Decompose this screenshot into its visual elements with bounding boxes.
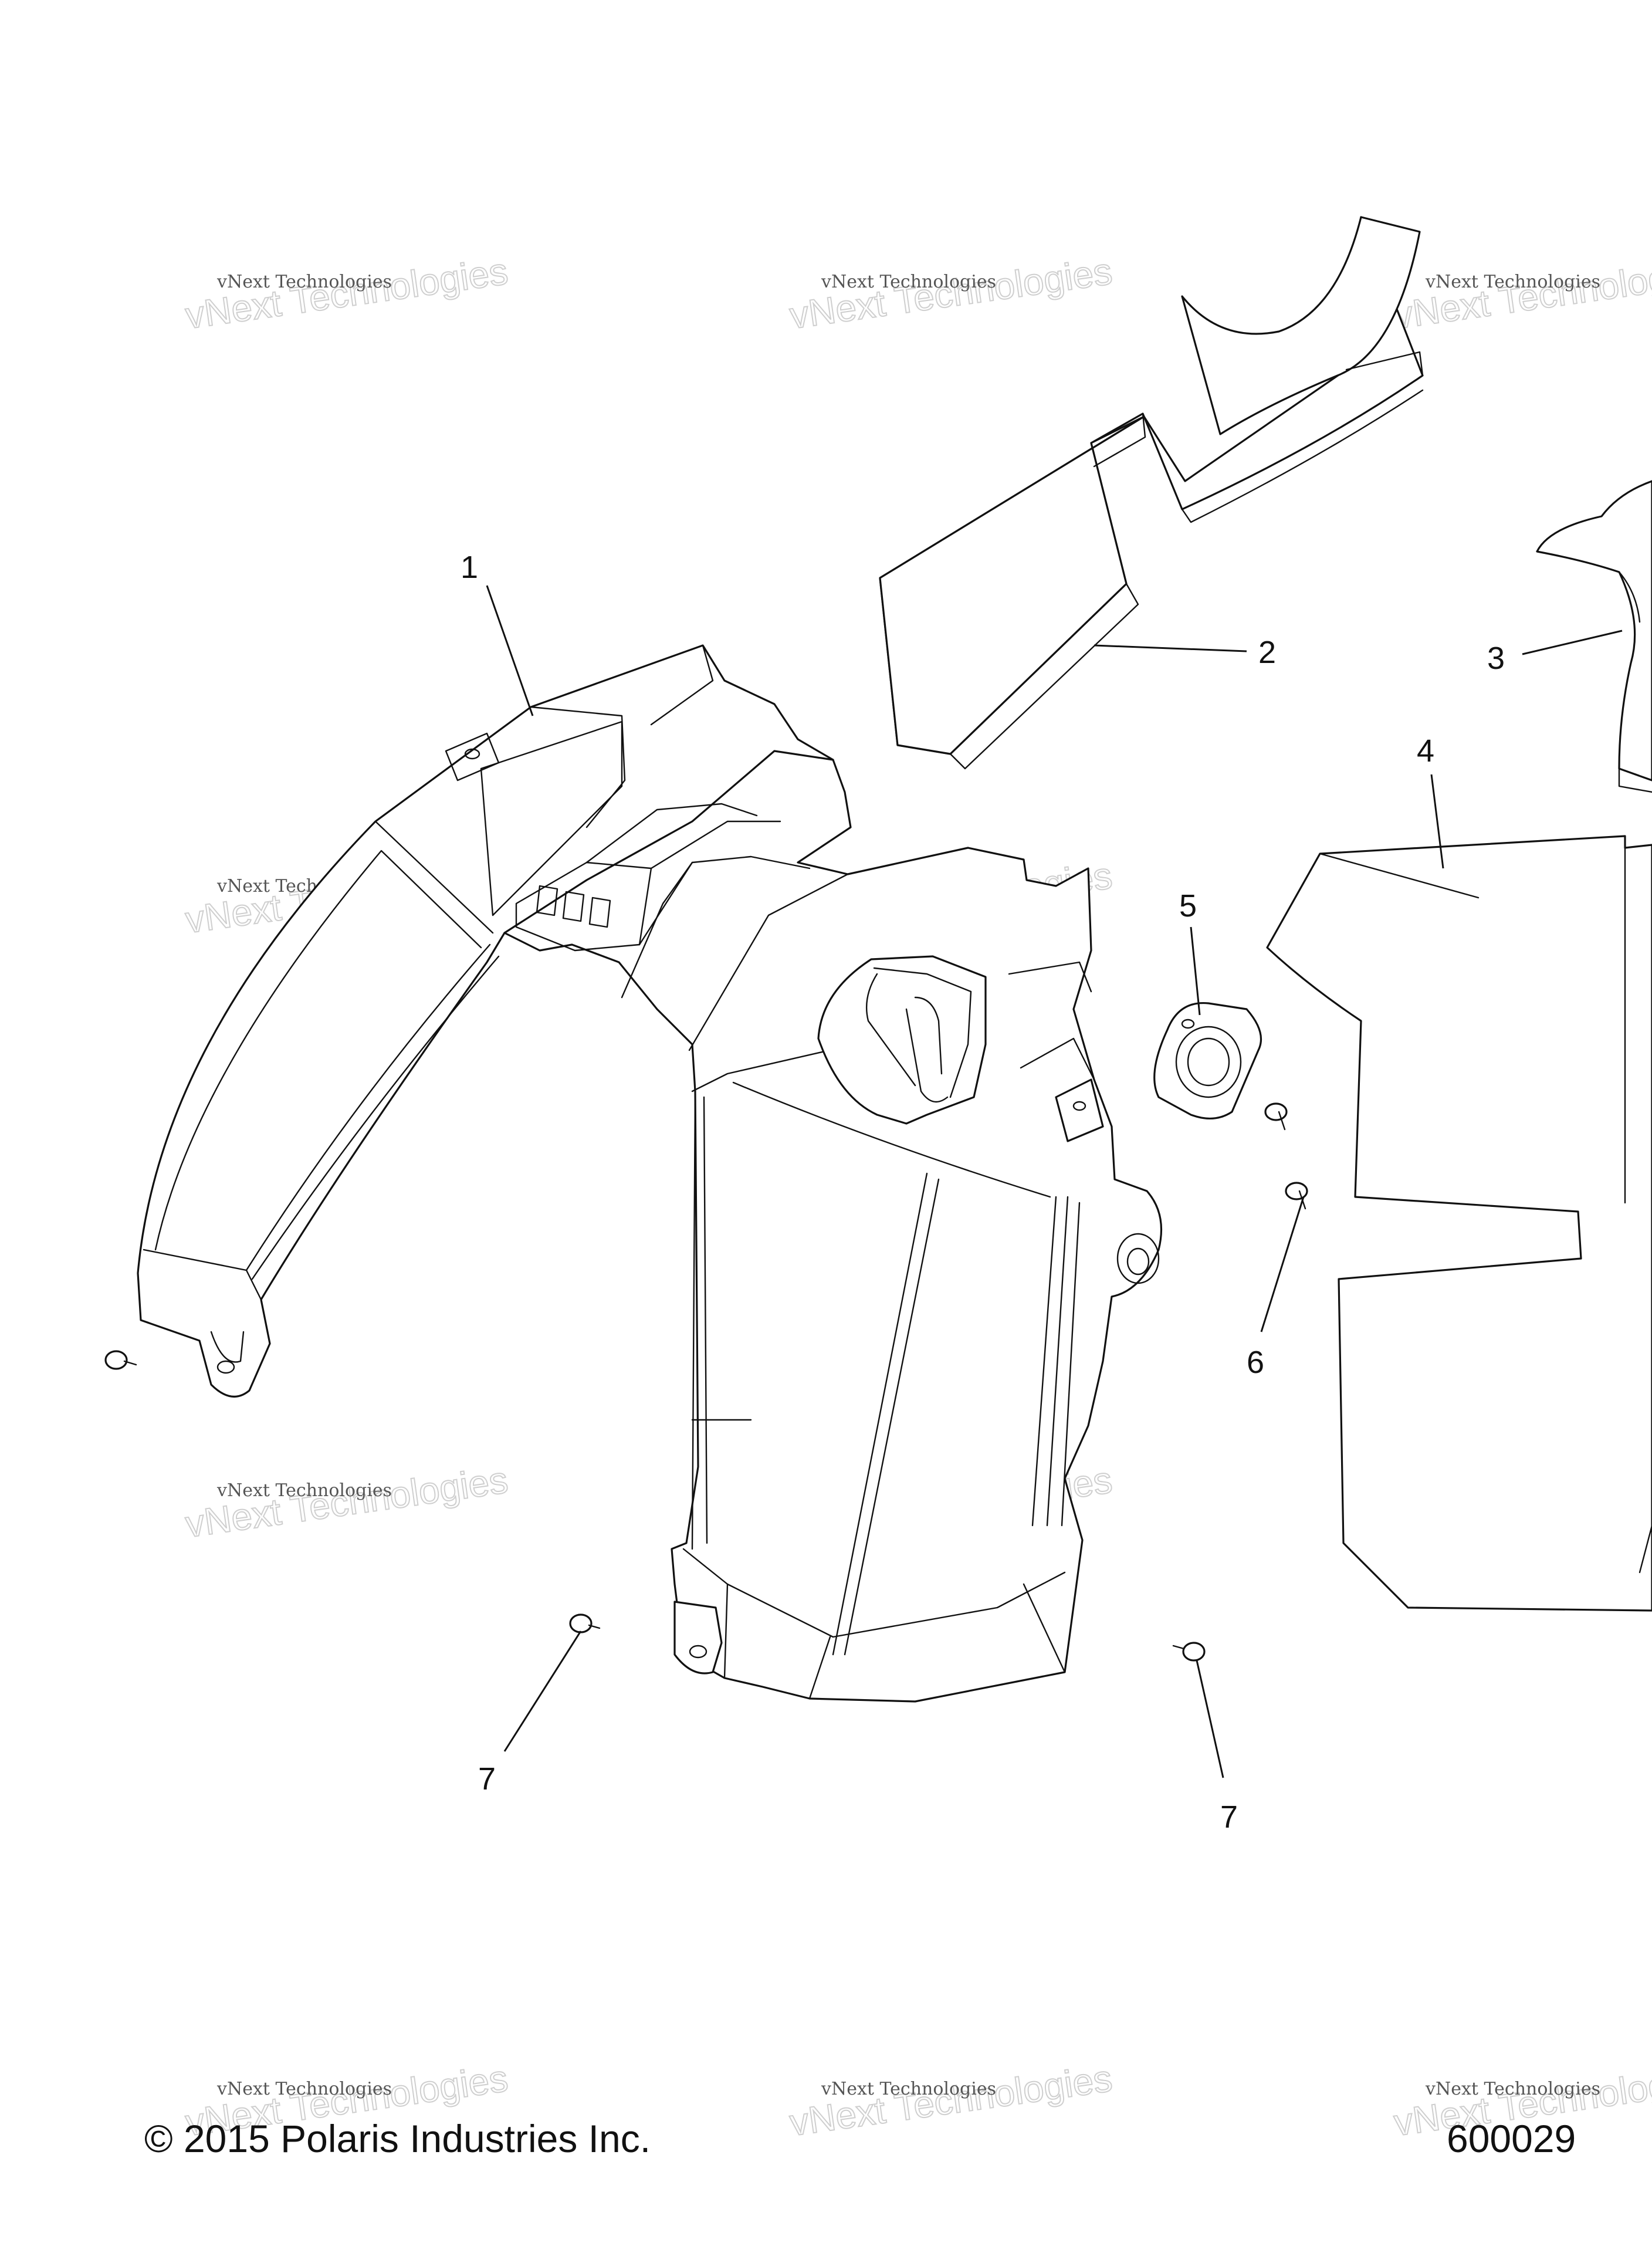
svg-text:vNext Technologies: vNext Technologies [1425,2079,1600,2099]
callout-7a: 7 [478,1761,496,1797]
callout-5: 5 [1179,888,1197,923]
part-4-panel [1266,835,1652,1612]
svg-text:vNext Technologies: vNext Technologies [787,250,1115,337]
watermark: vNext Technologies vNext Technologies [1391,249,1652,337]
copyright-text: © 2015 Polaris Industries Inc. [144,2117,651,2160]
part-6-screws [1264,1102,1308,1210]
callout-3: 3 [1487,641,1505,676]
watermark: vNext Technologies vNext Technologies [182,249,511,337]
svg-text:vNext Technologies: vNext Technologies [216,1480,392,1501]
part-5-grommet [1153,1002,1262,1120]
svg-text:vNext Technologies: vNext Technologies [821,272,996,292]
svg-text:vNext Technologies: vNext Technologies [1425,272,1600,292]
svg-text:vNext Technologies: vNext Technologies [183,250,510,337]
main-side-panel [503,750,1163,1703]
watermark: vNext Technologies vNext Technologies [787,249,1115,337]
callout-7b: 7 [1220,1799,1238,1835]
svg-text:vNext Technologies: vNext Technologies [216,2079,392,2099]
svg-text:vNext Technologies: vNext Technologies [183,1459,510,1545]
svg-text:vNext Technologies: vNext Technologies [216,272,392,292]
svg-text:vNext Technologies: vNext Technologies [787,2057,1115,2144]
callout-1: 1 [461,550,478,585]
leader-lines [486,585,1623,1778]
watermark: vNext Technologies vNext Technologies [787,2056,1115,2144]
callout-2: 2 [1258,635,1276,670]
part-1-fender [137,644,834,1398]
callout-4: 4 [1417,733,1434,769]
part-2-pad [879,216,1424,770]
callout-6: 6 [1247,1345,1264,1380]
part-3-panel [1536,480,1652,793]
callout-labels: 1 2 3 4 5 6 7 7 [461,550,1505,1835]
svg-text:vNext Technologies: vNext Technologies [1392,250,1652,337]
part-7-rivets [104,1350,1206,1662]
figure-number: 600029 [1447,2117,1576,2160]
svg-text:vNext Technologies: vNext Technologies [821,2079,996,2099]
watermark: vNext Technologies vNext Technologies [182,1458,511,1546]
